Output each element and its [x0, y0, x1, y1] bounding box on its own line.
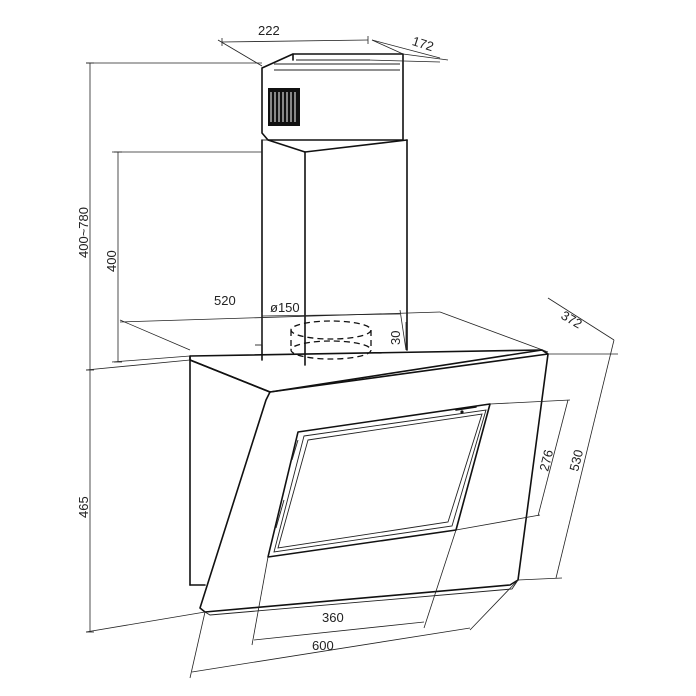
dimension-lines	[86, 36, 615, 673]
label-hood-width: 520	[214, 293, 236, 308]
outlet-collar	[290, 320, 372, 360]
label-chimney-range: 400~780	[76, 207, 91, 258]
chimney-lower	[261, 139, 408, 366]
label-chimney-upper: 400	[104, 250, 119, 272]
vent-grille-icon	[268, 88, 300, 126]
label-chimney-width: 222	[258, 23, 280, 38]
glass-panel	[199, 349, 549, 616]
label-outlet-height: 30	[388, 331, 403, 345]
control-panel	[267, 403, 491, 558]
label-glass-height: 530	[566, 448, 586, 473]
label-chimney-depth: 172	[410, 33, 435, 54]
hood-body	[189, 349, 549, 586]
label-outlet-diameter: ø150	[270, 300, 300, 315]
extension-lines	[85, 39, 618, 679]
label-body-height: 465	[76, 496, 91, 518]
label-glass-width: 600	[312, 638, 334, 653]
label-panel-height: 276	[536, 448, 556, 473]
top-plate	[255, 332, 263, 346]
label-hood-depth: 372	[559, 308, 585, 332]
label-panel-width: 360	[322, 610, 344, 625]
